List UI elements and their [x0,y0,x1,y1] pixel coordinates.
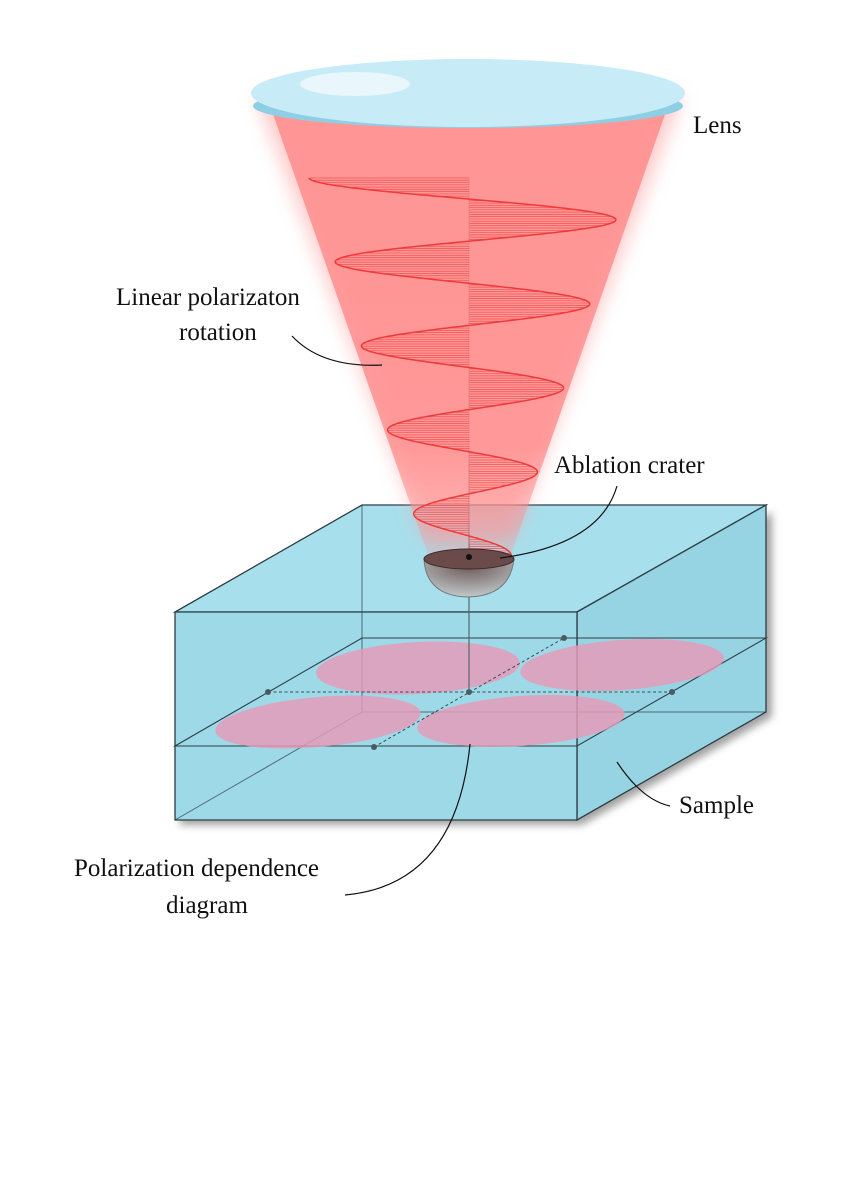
laser-beam [256,95,682,560]
lobe-front-left [215,695,421,749]
axis-point [265,689,271,695]
lens-body [251,59,685,127]
leader-diagram [344,743,471,896]
leader-ablation-crater [499,485,618,559]
sample-label: Sample [679,792,754,819]
polarization-rotation-label-line2: rotation [179,319,257,346]
diagram-label-line2: diagram [166,892,248,919]
lobe-back-right [520,639,724,691]
polarization-wave [308,177,617,558]
diagram-axis-diagonal [373,637,565,748]
axis-point [371,744,377,750]
crater-center-point [466,554,472,560]
diagram-label-line1: Polarization dependence [74,855,319,882]
diagram-plane [172,637,769,747]
ablation-crater-label: Ablation crater [554,452,705,479]
axis-point [561,635,567,641]
polarization-rotation-label-line1: Linear polarizaton [116,284,300,311]
lobe-front-right [417,695,625,747]
crater-bowl [423,558,515,598]
lens-label: Lens [693,112,742,139]
leader-polarization-rotation [291,335,383,366]
lens [251,59,685,128]
wave-curve [308,177,617,558]
ablation-crater [423,548,515,598]
leader-sample [616,761,671,807]
axis-point [669,689,675,695]
lens-highlight [300,72,410,96]
beam-cone [268,100,670,560]
